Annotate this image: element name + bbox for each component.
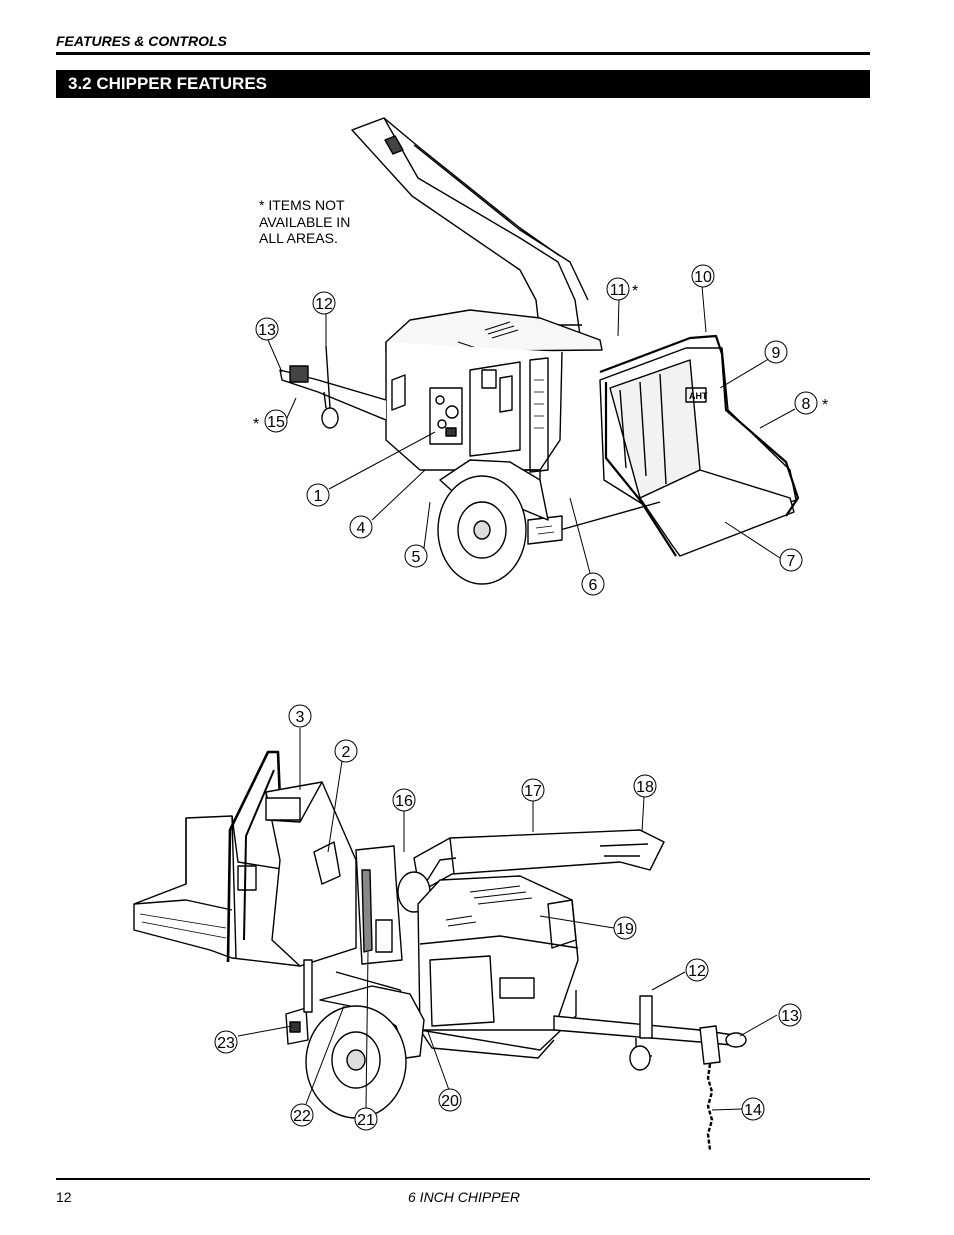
callouts-top: 1 4 5 6 7 8 * 9 10: [253, 264, 828, 596]
svg-text:11: 11: [610, 282, 627, 299]
callout-12: 12: [312, 291, 336, 315]
svg-text:19: 19: [616, 921, 634, 938]
page-number: 12: [56, 1189, 72, 1205]
callout-2: 2: [334, 739, 358, 763]
svg-text:16: 16: [395, 793, 413, 810]
asterisk: *: [822, 397, 828, 414]
svg-text:10: 10: [694, 269, 712, 286]
callout-22: 22: [290, 1103, 314, 1127]
svg-text:23: 23: [217, 1035, 235, 1052]
svg-text:18: 18: [636, 779, 654, 796]
svg-text:1: 1: [314, 488, 323, 505]
callout-6: 6: [581, 572, 605, 596]
svg-text:14: 14: [744, 1102, 762, 1119]
svg-text:6: 6: [589, 577, 598, 594]
svg-text:9: 9: [772, 345, 781, 362]
svg-text:13: 13: [258, 322, 276, 339]
asterisk: *: [632, 283, 638, 300]
svg-text:8: 8: [802, 396, 811, 413]
callout-9: 9: [764, 340, 788, 364]
callout-17: 17: [521, 778, 545, 802]
bottom-chipper-drawing: [133, 750, 747, 1151]
svg-text:2: 2: [342, 744, 351, 761]
svg-text:7: 7: [787, 553, 796, 570]
svg-text:3: 3: [296, 709, 305, 726]
callout-15: 15 *: [253, 409, 288, 433]
callout-7: 7: [779, 548, 803, 572]
callout-5: 5: [404, 544, 428, 568]
callout-13: 13: [255, 317, 279, 341]
callout-10: 10: [691, 264, 715, 288]
section-title: 3.2 CHIPPER FEATURES: [56, 70, 870, 98]
callout-11: 11 *: [606, 277, 638, 301]
svg-text:17: 17: [524, 783, 542, 800]
svg-text:15: 15: [267, 414, 285, 431]
callout-18: 18: [633, 774, 657, 798]
callout-1: 1: [306, 483, 330, 507]
callout-4: 4: [349, 515, 373, 539]
callout-20: 20: [438, 1088, 462, 1112]
svg-text:4: 4: [357, 520, 366, 537]
note-line: ALL AREAS.: [259, 230, 338, 246]
top-leader-lines: [267, 285, 796, 574]
callout-14: 14: [741, 1097, 765, 1121]
svg-text:20: 20: [441, 1093, 459, 1110]
document-title: 6 INCH CHIPPER: [408, 1189, 521, 1205]
callout-21: 21: [354, 1107, 378, 1131]
callouts-bottom: 2 3 12 13 14 16 17 18: [214, 704, 802, 1131]
callout-12: 12: [685, 958, 709, 982]
svg-text:13: 13: [781, 1008, 799, 1025]
svg-text:21: 21: [357, 1112, 375, 1129]
availability-note: * ITEMS NOT AVAILABLE IN ALL AREAS.: [259, 197, 350, 247]
svg-text:22: 22: [293, 1108, 311, 1125]
svg-text:5: 5: [412, 549, 421, 566]
callout-19: 19: [613, 916, 637, 940]
callout-8: 8 *: [794, 391, 828, 415]
top-chipper-drawing: AHT: [279, 117, 800, 585]
callout-23: 23: [214, 1030, 238, 1054]
svg-text:12: 12: [688, 963, 706, 980]
running-header: FEATURES & CONTROLS: [56, 33, 227, 49]
note-line: * ITEMS NOT: [259, 197, 345, 213]
svg-text:12: 12: [315, 296, 333, 313]
callout-16: 16: [392, 788, 416, 812]
bottom-leader-lines: [237, 728, 778, 1111]
header-rule: [56, 52, 870, 55]
callout-13: 13: [778, 1003, 802, 1027]
note-line: AVAILABLE IN: [259, 213, 351, 230]
decal-label: AHT: [689, 391, 708, 401]
callout-3: 3: [288, 704, 312, 728]
footer-rule: [56, 1178, 870, 1180]
asterisk: *: [253, 416, 259, 433]
